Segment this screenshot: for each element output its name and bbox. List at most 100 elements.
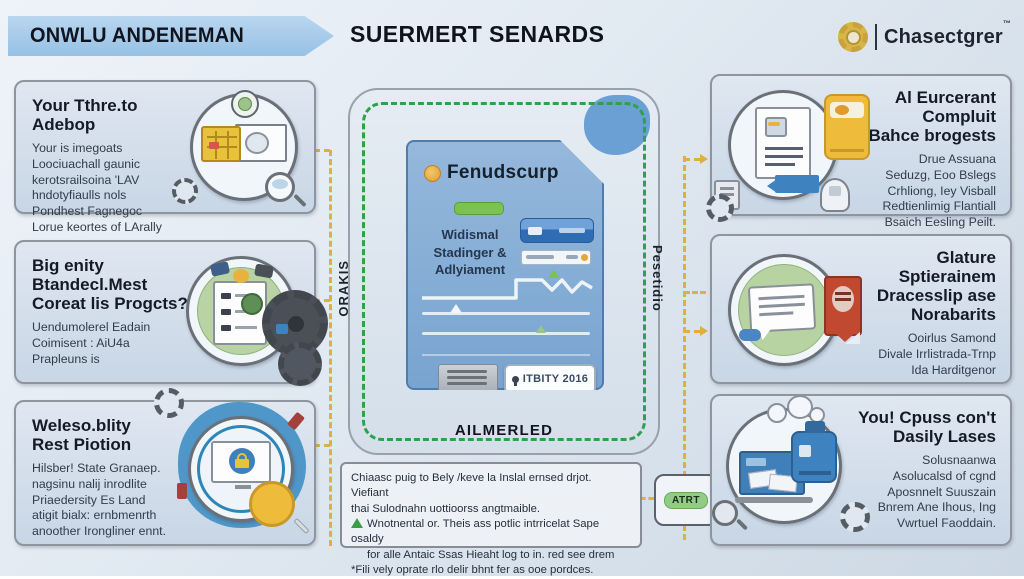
marker-icon <box>233 269 249 283</box>
doc-rule-2 <box>422 332 590 335</box>
yellow-canister-icon <box>824 94 870 160</box>
doc-blue-button <box>520 218 594 243</box>
globe-icon <box>241 293 263 315</box>
printer-icon <box>438 364 498 392</box>
machine-icon <box>791 421 837 483</box>
green-pill <box>454 202 504 215</box>
card-left-1-title: Your Tthre.to Adebop <box>32 96 138 135</box>
card-right-2: Glature Sptierainem Dracesslip ase Norab… <box>710 234 1012 384</box>
note-line-1: Chiaasc puig to Bely /keve la Inslal ern… <box>351 472 592 500</box>
card-right-1-illustration <box>728 90 838 200</box>
doc-rule-1 <box>422 312 590 315</box>
left-connector-stub-3 <box>314 444 330 447</box>
blue-ribbon-icon <box>767 175 819 193</box>
small-magnifier-icon <box>712 500 749 531</box>
cloud-puff-2 <box>787 395 813 419</box>
stamp-seal-icon <box>512 376 519 383</box>
left-connector-stub-2 <box>314 299 330 302</box>
outline-gear-icon <box>154 388 184 418</box>
badge-icon <box>231 90 259 118</box>
green-triangle-icon <box>351 518 363 529</box>
red-tab-left <box>177 483 187 499</box>
note-line-3: Wnotnental or. Theis ass potlic intrrice… <box>351 518 600 546</box>
note-line-4: for alle Antaic Ssas Hieaht log to in. r… <box>367 548 615 561</box>
doc-line-art <box>420 268 596 304</box>
card-left-2-title: Big enity Btandecl.Mest Coreat lis Progc… <box>32 256 188 314</box>
right-connector-stub-3 <box>684 330 700 333</box>
mini-mountain-2 <box>536 325 546 333</box>
card-left-1-illustration <box>190 90 307 208</box>
document-icon <box>755 107 811 179</box>
tag-box: ATRT <box>654 474 718 526</box>
lock-device-icon <box>820 178 850 212</box>
doc-title: Fenudscurp <box>447 162 559 183</box>
date-stamp: ITBITY 2016 <box>504 364 596 394</box>
cloud-puff-1 <box>767 403 787 423</box>
left-connector-stub-1 <box>314 149 330 152</box>
doc-mini-field <box>521 250 591 265</box>
card-left-3-title: Weleso.blity Rest Piotion <box>32 416 132 455</box>
gear-icon-bottom <box>840 502 870 532</box>
card-left-3: Weleso.blity Rest Piotion Hilsber! State… <box>14 388 316 546</box>
card-right-3: You! Cpuss con't Dasily Lases Solusnaanw… <box>710 394 1012 546</box>
right-connector-arrow-icon-1 <box>700 154 708 164</box>
banner-title: ONWLU ANDENEMAN <box>30 24 245 47</box>
card-right-3-body: Solusnaanwa Asolucalsd of cgnd Aposnnelt… <box>877 453 996 530</box>
magnifier-icon <box>265 172 307 208</box>
speech-note-icon <box>747 283 817 341</box>
brand-logo: Chasectgrer™ <box>838 18 1012 52</box>
card-left-2-illustration <box>186 256 296 366</box>
brand-name: Chasectgrer™ <box>884 18 1012 48</box>
card-left-3-illustration <box>177 411 310 535</box>
card-right-1-title: Al Eurcerant Compluit Bahce brogests <box>868 88 996 146</box>
paperclip-icon <box>739 329 761 341</box>
tag-pill: ATRT <box>664 491 708 509</box>
card-left-1-body: Your is imegoats Loociuachall gaunic ker… <box>32 141 162 234</box>
checklist-icon <box>213 281 267 345</box>
gear-badge-icon <box>838 22 868 52</box>
card-left-2-body: Uendumolerel Eadain Coimisent : AiU4a Pr… <box>32 320 151 366</box>
small-gear-icon <box>172 178 198 204</box>
card-right-1: Al Eurcerant Compluit Bahce brogests Dru… <box>706 74 1012 229</box>
right-connector-line <box>683 156 686 540</box>
gear-icon-bottom-left <box>706 194 734 222</box>
card-right-3-title: You! Cpuss con't Dasily Lases <box>858 408 996 447</box>
brand-divider <box>875 24 877 50</box>
crate-icon <box>201 126 241 162</box>
side-label-right: Pesetidio <box>650 245 665 312</box>
doc-section-divider <box>422 354 590 356</box>
side-label-left: ORAKIS <box>336 260 351 317</box>
card-right-1-body: Drue Assuana Seduzg, Eoo Bslegs Crhliong… <box>882 152 996 230</box>
yellow-magnifier-icon <box>249 481 310 535</box>
corner-blob <box>584 95 650 155</box>
trademark-symbol: ™ <box>1002 18 1012 28</box>
dark-gear-icon-small <box>278 342 322 386</box>
stamp-text: ITBITY 2016 <box>522 373 589 385</box>
footnote-box: Chiaasc puig to Bely /keve la Inslal ern… <box>340 462 642 576</box>
card-left-1: Your Tthre.to Adebop Your is imegoats Lo… <box>14 80 316 234</box>
doc-subtitle: Widismal Stadinger & Adlyiament <box>433 227 507 278</box>
card-right-3-illustration <box>726 395 842 524</box>
right-connector-stub-1 <box>684 158 700 161</box>
card-right-2-body: Ooirlus Samond Divale Irrlistrada-Trnp I… <box>878 331 996 377</box>
red-badge-icon <box>824 276 862 344</box>
laptop-icon <box>235 124 287 162</box>
center-document: Fenudscurp Widismal Stadinger & Adlyiame… <box>406 140 604 390</box>
left-connector-line <box>329 150 332 546</box>
page-title: SUERMERT SENARDS <box>350 21 605 47</box>
right-connector-stub-2 <box>684 291 706 294</box>
doc-bullet-icon <box>424 165 441 182</box>
card-right-2-title: Glature Sptierainem Dracesslip ase Norab… <box>876 248 996 325</box>
header-banner: ONWLU ANDENEMAN <box>8 16 334 56</box>
green-dashed-border <box>362 102 646 441</box>
panel-footer-label: AILMERLED <box>454 422 554 439</box>
note-line-5: *Fili vely oprate rlo delir bhnt fer as … <box>351 564 594 577</box>
center-panel: Fenudscurp Widismal Stadinger & Adlyiame… <box>348 88 660 455</box>
monitor-lock-icon <box>211 441 271 489</box>
note-line-2: thai Sulodnahn uottioorss angtmaible. <box>351 502 541 515</box>
right-connector-arrow-icon-2 <box>700 326 708 336</box>
tag-connector-stub <box>640 497 654 500</box>
card-left-2: Big enity Btandecl.Mest Coreat lis Progc… <box>14 240 328 386</box>
card-left-3-body: Hilsber! State Granaep. nagsinu nalij in… <box>32 461 166 538</box>
